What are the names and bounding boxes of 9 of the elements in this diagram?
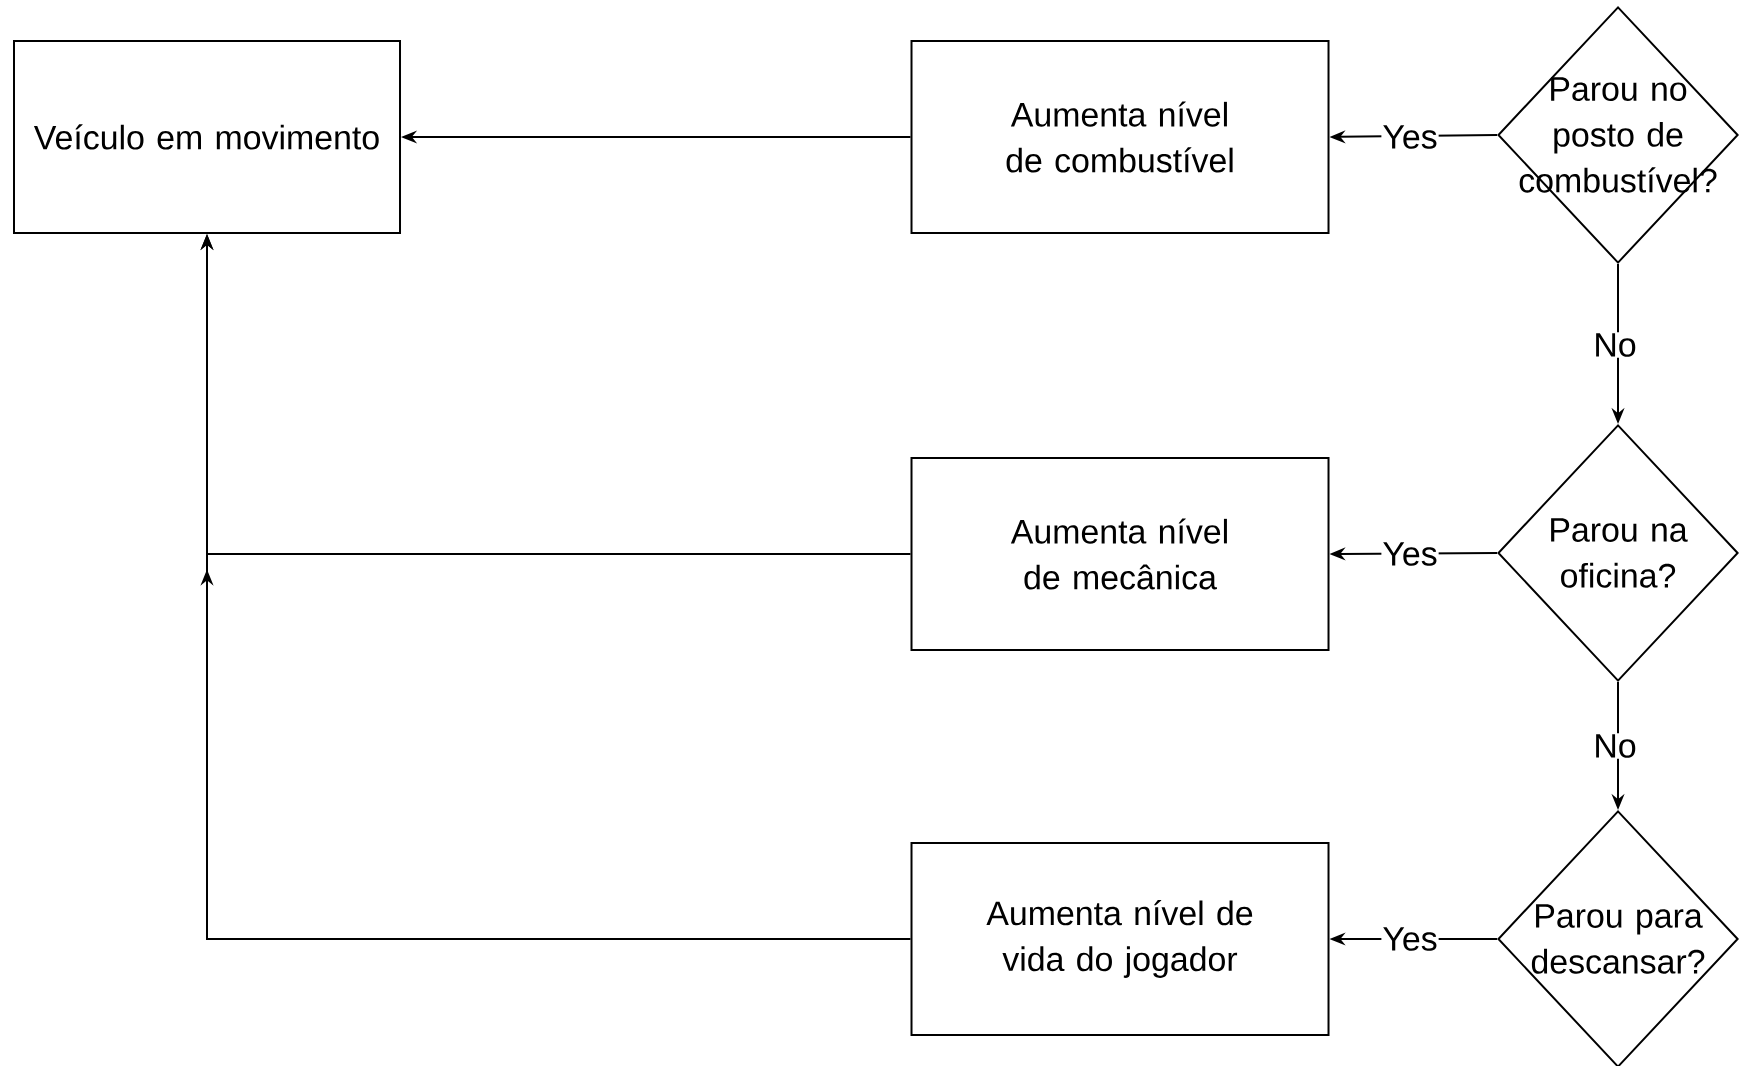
- process-box: Veículo em movimento: [13, 40, 401, 234]
- edge-label: Yes: [1381, 541, 1439, 567]
- edge-label: No: [1592, 733, 1638, 759]
- edge-label: No: [1592, 332, 1638, 358]
- process-box: Aumenta nível de vida do jogador: [910, 842, 1330, 1036]
- process-box: Aumenta nível de combustível: [910, 40, 1330, 234]
- edge-label: Yes: [1381, 926, 1439, 952]
- edge-label: Yes: [1381, 124, 1439, 150]
- process-box: Aumenta nível de mecânica: [910, 457, 1330, 651]
